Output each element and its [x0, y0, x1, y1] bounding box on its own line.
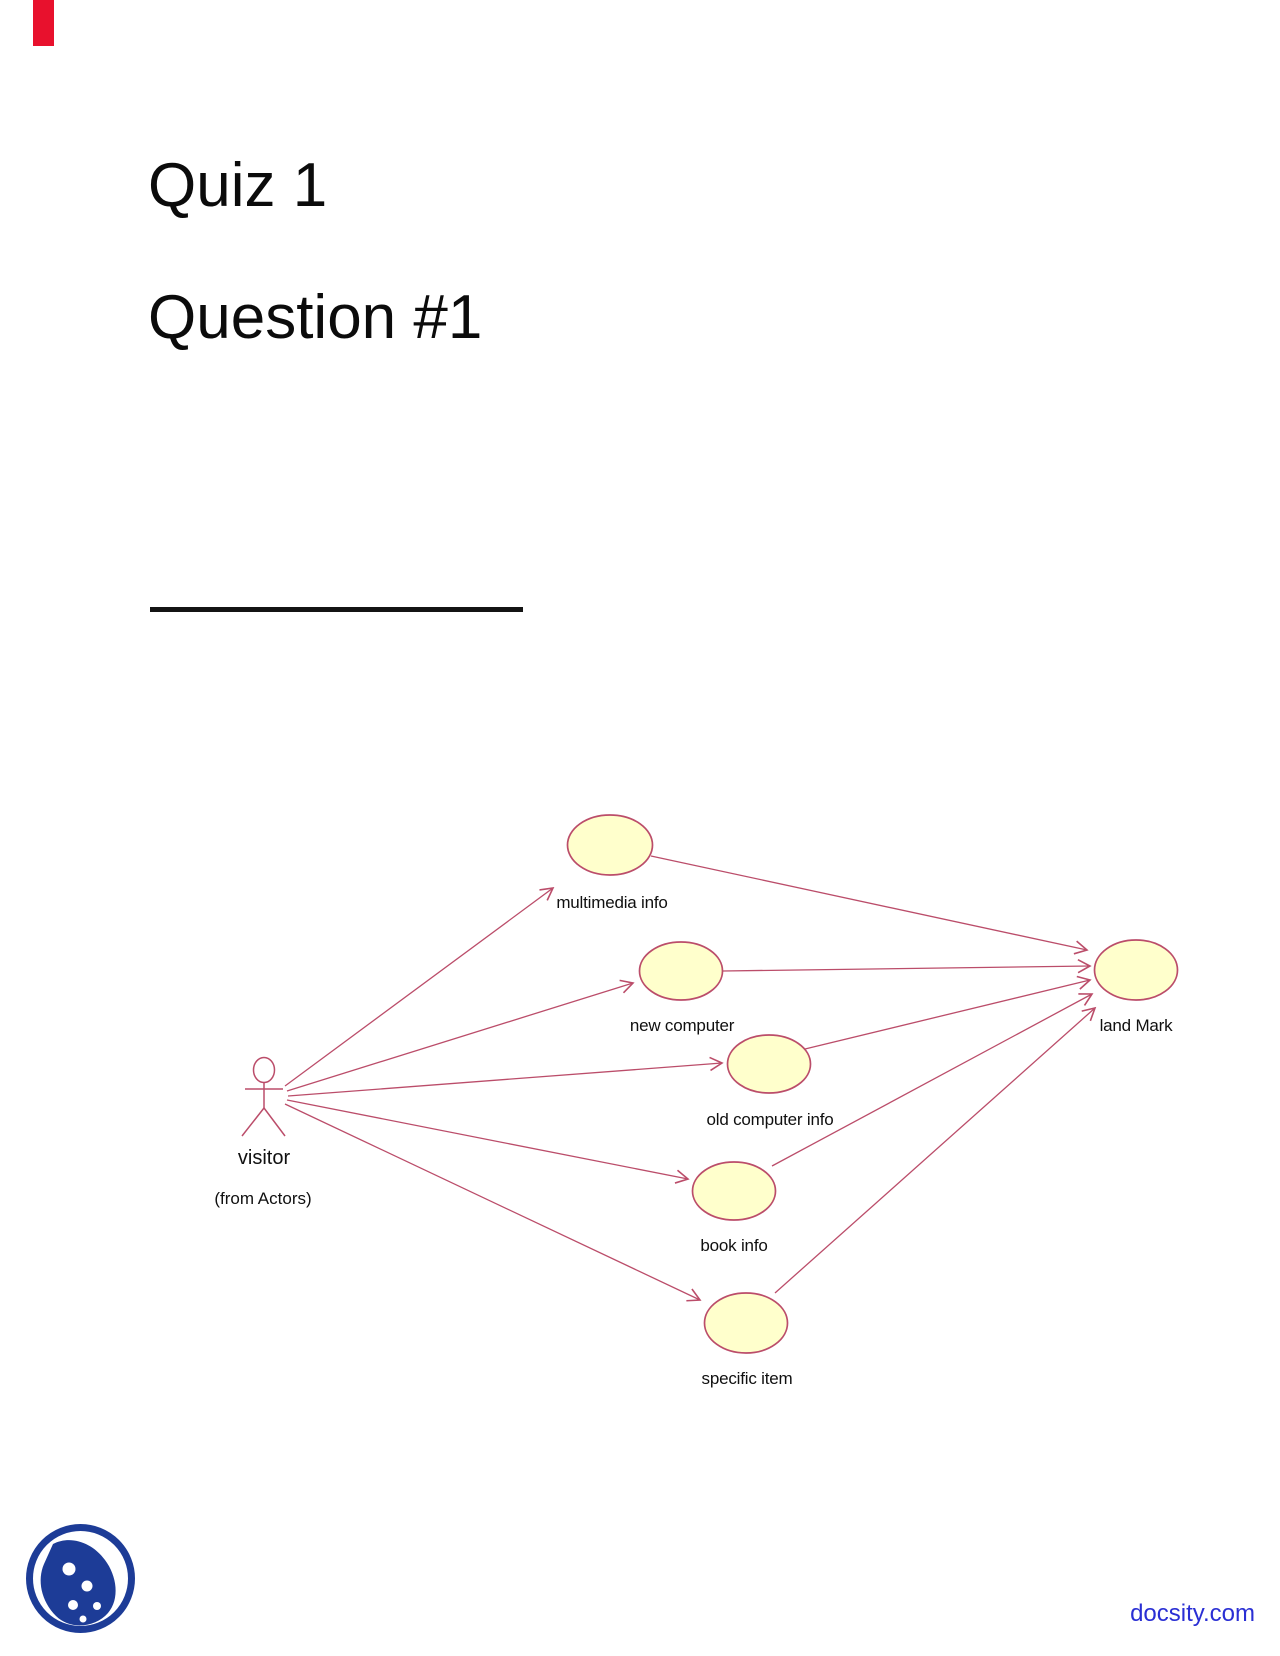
usecase-label-land-mark: land Mark [1099, 1016, 1173, 1035]
usecase-ellipse-new-computer [638, 941, 724, 1001]
association-book-info-landmark [771, 993, 1094, 1167]
association-new-computer-landmark [722, 958, 1092, 974]
docsity-watermark-link[interactable]: docsity.com [1130, 1600, 1255, 1627]
red-ribbon-bookmark-icon [33, 0, 54, 46]
association-visitor-old-computer [287, 1056, 724, 1097]
usecase-ellipse-book-info [691, 1161, 777, 1221]
association-visitor-new-computer [286, 979, 635, 1092]
usecase-ellipse-multimedia-info [566, 814, 654, 876]
landmark-associations [650, 855, 1097, 1294]
usecase-ellipse-specific-item [703, 1292, 789, 1354]
docsity-logo [26, 1524, 135, 1633]
association-visitor-multimedia [284, 887, 555, 1087]
actor-associations [284, 887, 724, 1302]
usecase-label-multimedia-info: multimedia info [556, 893, 668, 912]
association-multimedia-landmark [650, 855, 1089, 955]
usecase-label-old-computer-info: old computer info [706, 1110, 834, 1129]
actor-stereotype: (from Actors) [214, 1189, 312, 1208]
divider-line [150, 607, 523, 612]
page-title: Quiz 1 [148, 151, 328, 220]
section-heading: Question #1 [148, 283, 483, 352]
association-old-computer-landmark [804, 975, 1092, 1050]
usecase-ellipse-old-computer-info [726, 1034, 812, 1094]
association-visitor-book-info [286, 1099, 690, 1184]
actor-figure [241, 1056, 286, 1137]
usecase-label-book-info: book info [700, 1236, 768, 1255]
usecase-ellipse-land-mark [1093, 939, 1179, 1001]
association-visitor-specific-item [284, 1103, 702, 1302]
actor-label: visitor [237, 1147, 291, 1169]
usecase-label-new-computer: new computer [629, 1016, 735, 1035]
association-specific-item-landmark [774, 1006, 1097, 1294]
usecase-label-specific-item: specific item [701, 1369, 793, 1388]
